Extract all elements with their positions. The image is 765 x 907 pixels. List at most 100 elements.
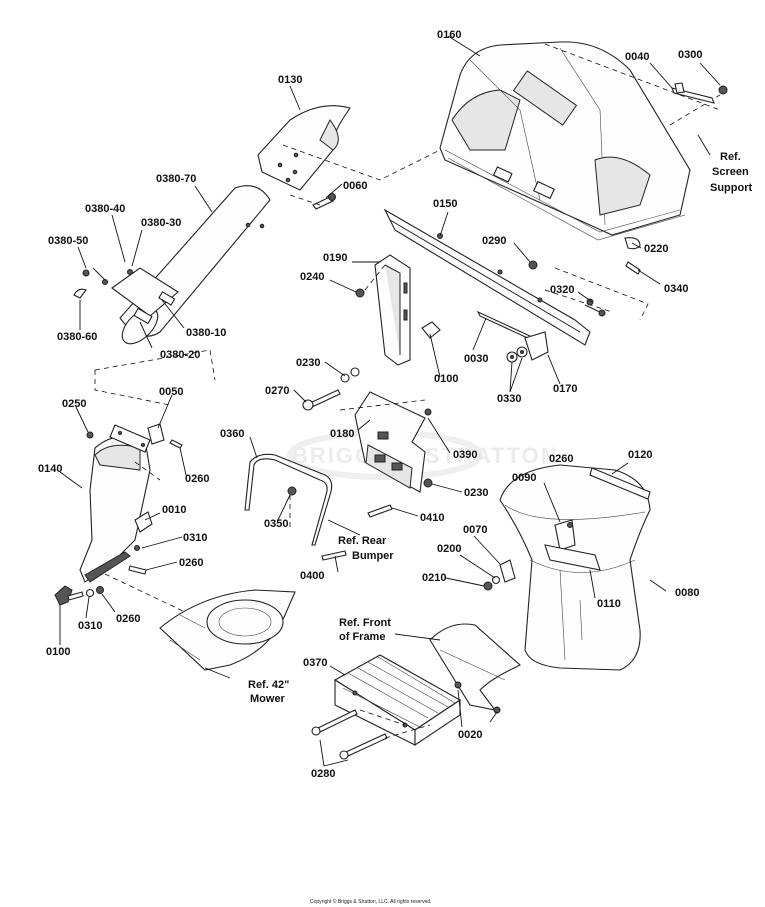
bolt-0410 <box>367 504 393 518</box>
front-frame-ref <box>429 623 521 711</box>
bracket-0180 <box>354 391 426 493</box>
tube-0380-70 <box>119 185 271 345</box>
bolt-0390 <box>424 408 432 416</box>
block-0100a <box>421 321 441 339</box>
label-0260-c: 0260 <box>116 613 140 625</box>
svg-text:Screen: Screen <box>712 166 749 178</box>
label-0180: 0180 <box>330 428 354 440</box>
label-0230-b: 0230 <box>464 487 488 499</box>
latch-0070 <box>499 559 516 583</box>
bolt-0290 <box>528 260 538 270</box>
label-0030: 0030 <box>464 353 488 365</box>
label-0300: 0300 <box>678 49 702 61</box>
label-0020: 0020 <box>458 729 482 741</box>
bolt-0300 <box>718 85 728 95</box>
bolt-0350 <box>287 486 297 496</box>
label-0310-b: 0310 <box>78 620 102 632</box>
label-0200: 0200 <box>437 543 461 555</box>
label-0140: 0140 <box>38 463 62 475</box>
label-0260-b: 0260 <box>179 557 203 569</box>
label-0230-a: 0230 <box>296 357 320 369</box>
handle-0120 <box>589 467 651 500</box>
washers-0330 <box>506 346 528 363</box>
label-0350: 0350 <box>264 518 288 530</box>
label-0330: 0330 <box>497 393 521 405</box>
label-0310-a: 0310 <box>183 532 207 544</box>
label-0220: 0220 <box>644 243 668 255</box>
nut-0260c <box>96 586 104 594</box>
bolt-0270 <box>302 389 341 411</box>
bolt-0260d <box>567 522 573 528</box>
label-0260-d: 0260 <box>549 453 573 465</box>
bolt-0030 <box>476 310 534 342</box>
bolt-0240 <box>355 288 365 298</box>
label-0170: 0170 <box>553 383 577 395</box>
label-0390: 0390 <box>453 449 477 461</box>
bolts-0280 <box>311 709 388 760</box>
label-0380-70: 0380-70 <box>156 173 196 185</box>
watermark-text: BRIGGS & STRATTON <box>292 443 559 468</box>
bolts-0320 <box>584 298 606 317</box>
ref-front-of-frame: Ref. Front of Frame <box>339 617 391 643</box>
bracket-0190 <box>374 254 411 366</box>
chute-0130 <box>257 105 351 191</box>
label-0190: 0190 <box>323 252 347 264</box>
label-0380-50: 0380-50 <box>48 235 88 247</box>
ref-42-mower: Ref. 42" Mower <box>248 679 289 705</box>
nut-0020 <box>454 681 501 714</box>
svg-text:Ref.: Ref. <box>720 151 741 163</box>
label-0360: 0360 <box>220 428 244 440</box>
label-0210: 0210 <box>422 572 446 584</box>
washer-0310b <box>85 588 95 598</box>
label-0130: 0130 <box>278 74 302 86</box>
label-0110: 0110 <box>597 598 621 610</box>
label-0380-40: 0380-40 <box>85 203 125 215</box>
label-0380-20: 0380-20 <box>160 349 200 361</box>
label-0290: 0290 <box>482 235 506 247</box>
parts-0010 <box>134 511 153 533</box>
bolt-0060 <box>312 193 336 210</box>
label-0090: 0090 <box>512 472 536 484</box>
bolt-0250 <box>86 431 94 439</box>
label-0410: 0410 <box>420 512 444 524</box>
ref-rear-bumper: Ref. Rear Bumper <box>338 535 394 562</box>
pin-0340 <box>625 261 641 275</box>
label-0380-10: 0380-10 <box>186 327 226 339</box>
leader-lines <box>59 35 721 767</box>
clamp-0380 <box>73 267 179 325</box>
label-0070: 0070 <box>463 524 487 536</box>
label-0060: 0060 <box>343 180 367 192</box>
label-0160: 0160 <box>437 29 461 41</box>
bag-0080 <box>499 464 651 671</box>
part-labels: 0160 0040 0300 0130 0380-70 0060 0380-40… <box>38 29 702 780</box>
label-0120: 0120 <box>628 449 652 461</box>
label-0080: 0080 <box>675 587 699 599</box>
bolt-0400 <box>321 550 347 561</box>
grille-0370 <box>333 654 462 747</box>
ref-screen-support: Ref. Screen Support <box>710 151 752 194</box>
copyright-text: Copyright © Briggs & Stratton, LLC. All … <box>310 898 432 905</box>
svg-text:Mower: Mower <box>250 693 286 705</box>
svg-text:Bumper: Bumper <box>352 550 394 562</box>
bracket-0050 <box>147 423 165 445</box>
label-0370: 0370 <box>303 657 327 669</box>
bolt-0260a <box>169 439 183 449</box>
svg-text:Ref. Rear: Ref. Rear <box>338 535 387 547</box>
label-0340: 0340 <box>664 283 688 295</box>
label-0100-b: 0100 <box>46 646 70 658</box>
bracket-0150 <box>383 208 591 346</box>
label-0270: 0270 <box>265 385 289 397</box>
label-0380-60: 0380-60 <box>57 331 97 343</box>
nuts-0230a <box>340 367 360 383</box>
label-0380-30: 0380-30 <box>141 217 181 229</box>
svg-text:Support: Support <box>710 182 752 194</box>
svg-text:Ref. Front: Ref. Front <box>339 617 391 629</box>
label-0150: 0150 <box>433 198 457 210</box>
knob-0100b <box>54 585 84 606</box>
hood-assembly <box>439 41 691 241</box>
label-0400: 0400 <box>300 570 324 582</box>
washer-0200 <box>491 575 501 585</box>
bracket-0170 <box>524 331 549 361</box>
label-0250: 0250 <box>62 398 86 410</box>
